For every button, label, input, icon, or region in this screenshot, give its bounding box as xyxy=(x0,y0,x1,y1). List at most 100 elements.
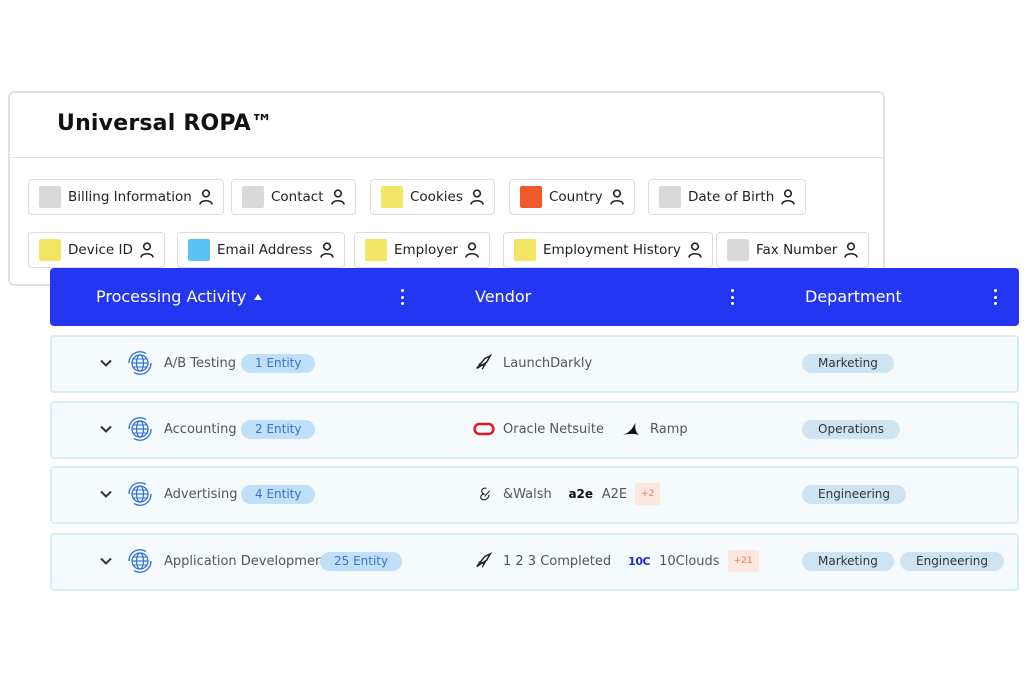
ropa-card: Universal ROPA™ Billing Information Cont… xyxy=(8,91,885,286)
chevron-down-icon[interactable] xyxy=(99,422,113,436)
table-row[interactable]: A/B Testing 1 Entity LaunchDarkly Market… xyxy=(50,335,1019,393)
color-swatch xyxy=(514,239,536,261)
chip-fax-number[interactable]: Fax Number xyxy=(716,232,870,268)
user-icon xyxy=(609,189,624,205)
globe-sync-icon xyxy=(128,549,152,573)
chip-label: Employment History xyxy=(543,242,681,258)
department-tag[interactable]: Engineering xyxy=(802,485,906,504)
color-swatch xyxy=(188,239,210,261)
column-label: Vendor xyxy=(475,287,532,306)
chip-label: Date of Birth xyxy=(688,189,775,205)
andwalsh-logo-icon xyxy=(473,483,495,505)
color-swatch xyxy=(727,239,749,261)
color-swatch xyxy=(381,186,403,208)
activity-name[interactable]: A/B Testing xyxy=(164,356,237,371)
chip-label: Device ID xyxy=(68,242,133,258)
user-icon xyxy=(781,189,796,205)
vendor-name[interactable]: &Walsh xyxy=(503,486,552,502)
column-label: Department xyxy=(805,287,902,306)
vendor-name[interactable]: Oracle Netsuite xyxy=(503,421,604,437)
entity-badge[interactable]: 4 Entity xyxy=(241,485,316,504)
activity-name[interactable]: Advertising xyxy=(164,487,238,502)
vendor-name[interactable]: 1 2 3 Completed xyxy=(503,553,612,569)
vendor-name[interactable]: A2E xyxy=(601,486,628,502)
globe-sync-icon xyxy=(128,482,152,506)
table-header: Processing Activity Vendor Department xyxy=(50,268,1019,326)
vendor-list: Oracle Netsuite Ramp xyxy=(473,417,696,441)
user-icon xyxy=(465,242,479,258)
department-tag[interactable]: Marketing xyxy=(802,552,894,571)
chevron-down-icon[interactable] xyxy=(99,356,113,370)
color-swatch xyxy=(520,186,542,208)
chip-cookies[interactable]: Cookies xyxy=(370,179,495,215)
vendor-list: LaunchDarkly xyxy=(473,351,600,375)
vendor-list: &Walsh a2e A2E +2 xyxy=(473,482,661,506)
10clouds-logo-icon: 10C xyxy=(628,554,651,568)
globe-sync-icon xyxy=(128,351,152,375)
column-label: Processing Activity xyxy=(96,287,247,306)
chip-label: Email Address xyxy=(217,242,313,258)
chip-country[interactable]: Country xyxy=(509,179,635,215)
color-swatch xyxy=(39,186,61,208)
department-tag[interactable]: Operations xyxy=(802,420,900,439)
department-tag[interactable]: Engineering xyxy=(900,552,1004,571)
vendor-name[interactable]: 10Clouds xyxy=(659,553,720,569)
column-menu-icon[interactable] xyxy=(994,289,998,305)
column-header-processing-activity[interactable]: Processing Activity xyxy=(96,287,263,306)
user-icon xyxy=(688,242,702,258)
chevron-down-icon[interactable] xyxy=(99,487,113,501)
oracle-logo-icon xyxy=(473,418,495,440)
column-header-department[interactable]: Department xyxy=(805,287,902,306)
a2e-logo-icon: a2e xyxy=(568,487,594,501)
chip-label: Cookies xyxy=(410,189,463,205)
entity-badge[interactable]: 2 Entity xyxy=(241,420,316,439)
department-tag[interactable]: Marketing xyxy=(802,354,894,373)
completed-logo-icon xyxy=(473,550,495,572)
color-swatch xyxy=(242,186,264,208)
activity-name[interactable]: Accounting xyxy=(164,422,237,437)
column-menu-icon[interactable] xyxy=(401,289,405,305)
column-header-vendor[interactable]: Vendor xyxy=(475,287,531,306)
column-menu-icon[interactable] xyxy=(731,289,735,305)
chip-label: Billing Information xyxy=(68,189,192,205)
vendor-name[interactable]: Ramp xyxy=(649,421,688,437)
entity-badge[interactable]: 1 Entity xyxy=(241,354,316,373)
chip-label: Contact xyxy=(271,189,324,205)
user-icon xyxy=(140,242,154,258)
sort-ascending-icon[interactable] xyxy=(254,293,263,300)
user-icon xyxy=(470,189,484,205)
globe-sync-icon xyxy=(128,417,152,441)
vendor-name[interactable]: LaunchDarkly xyxy=(503,355,593,371)
entity-badge[interactable]: 25 Entity xyxy=(320,552,403,571)
color-swatch xyxy=(365,239,387,261)
color-swatch xyxy=(659,186,681,208)
vendor-list: 1 2 3 Completed 10C 10Clouds +21 xyxy=(473,549,759,573)
divider xyxy=(10,157,883,158)
activity-name[interactable]: Application Development xyxy=(164,554,329,569)
chip-contact[interactable]: Contact xyxy=(231,179,356,215)
chip-device-id[interactable]: Device ID xyxy=(28,232,165,268)
user-icon xyxy=(199,189,213,205)
chip-label: Employer xyxy=(394,242,459,258)
ropa-title: Universal ROPA™ xyxy=(57,111,274,136)
ramp-logo-icon xyxy=(620,418,642,440)
chip-employer[interactable]: Employer xyxy=(354,232,491,268)
table-row[interactable]: Advertising 4 Entity &Walsh a2e A2E +2 E… xyxy=(50,466,1019,524)
more-vendors-badge[interactable]: +2 xyxy=(635,483,661,505)
launchdarkly-logo-icon xyxy=(473,352,495,374)
chip-date-of-birth[interactable]: Date of Birth xyxy=(648,179,807,215)
chip-email-address[interactable]: Email Address xyxy=(177,232,345,268)
chip-employment-history[interactable]: Employment History xyxy=(503,232,713,268)
chevron-down-icon[interactable] xyxy=(99,554,113,568)
table-row[interactable]: Accounting 2 Entity Oracle Netsuite Ramp… xyxy=(50,401,1019,459)
table-row[interactable]: Application Development 25 Entity 1 2 3 … xyxy=(50,533,1019,591)
color-swatch xyxy=(39,239,61,261)
user-icon xyxy=(330,189,345,205)
chip-label: Fax Number xyxy=(756,242,838,258)
user-icon xyxy=(844,242,859,258)
user-icon xyxy=(319,242,334,258)
chip-label: Country xyxy=(549,189,603,205)
chip-billing-information[interactable]: Billing Information xyxy=(28,179,224,215)
more-vendors-badge[interactable]: +21 xyxy=(727,550,759,572)
